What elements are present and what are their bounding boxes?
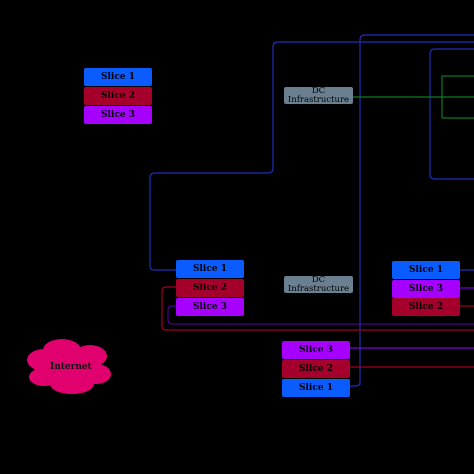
left-slice-2: Slice 2: [176, 279, 244, 297]
dc-label-line1: DC: [311, 86, 326, 96]
bottom-slice-1: Slice 1: [282, 379, 350, 397]
internet-label: Internet: [50, 362, 92, 372]
legend-slice-2: Slice 2: [84, 87, 152, 105]
dc-infrastructure-top: DC Infrastructure: [284, 87, 353, 104]
legend-slice-1: Slice 1: [84, 68, 152, 86]
bottom-slice-2: Slice 2: [282, 360, 350, 378]
green-box: [441, 75, 474, 119]
right-slice-1: Slice 1: [392, 261, 460, 279]
bottom-slice-3: Slice 3: [282, 341, 350, 359]
dc-label-line2: Infrastructure: [287, 283, 350, 294]
blue-slice-path: [149, 41, 474, 266]
right-slice-3: Slice 3: [392, 280, 460, 298]
purple-outline-left: [167, 305, 474, 325]
dc-infrastructure-middle: DC Infrastructure: [284, 276, 353, 293]
left-slice-1: Slice 1: [176, 260, 244, 278]
dc-label-line2: Infrastructure: [287, 94, 350, 105]
internet-cloud: [27, 339, 111, 394]
left-slice-3: Slice 3: [176, 298, 244, 316]
blue-link-left: [149, 265, 176, 271]
dc-label-line1: DC: [311, 275, 326, 285]
blue-right-container: [429, 48, 474, 180]
legend-slice-3: Slice 3: [84, 106, 152, 124]
blue-link-bottom: [350, 381, 361, 387]
red-outline-left: [161, 286, 474, 331]
right-slice-2: Slice 2: [392, 298, 460, 316]
blue-rail-path: [359, 34, 474, 385]
